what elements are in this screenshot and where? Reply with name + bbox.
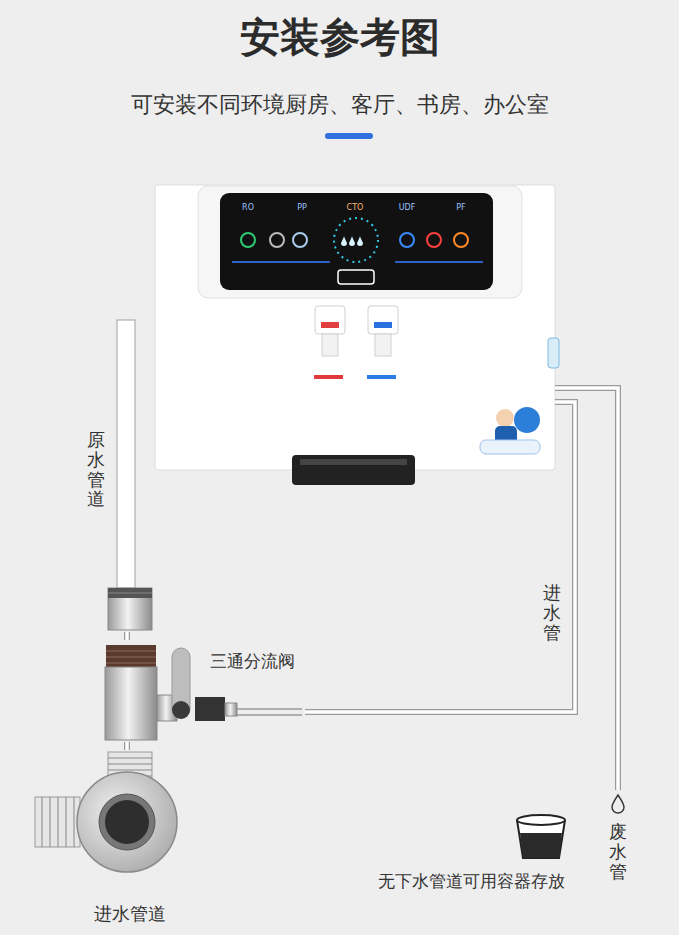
water-tube <box>127 742 128 750</box>
tube-core <box>125 632 129 640</box>
pipe-label: 原水管道 <box>87 430 105 509</box>
accent-bar <box>325 133 373 139</box>
tube-core <box>125 742 129 750</box>
valve-drawing <box>105 645 302 740</box>
tube-outline <box>124 742 130 750</box>
tube-core <box>555 388 618 790</box>
tube-outline <box>305 402 575 712</box>
fitting-label: 进水管道 <box>94 902 166 926</box>
panel-label: CTO <box>347 203 364 212</box>
three-way-valve: 三通分流阀 <box>100 640 305 742</box>
water-tube <box>555 388 618 790</box>
waste-bucket: 无下水管道可用容器存放 <box>370 790 640 897</box>
water-tube <box>305 402 575 712</box>
drop-icon <box>612 795 624 813</box>
raw-water-pipe: 原水管道 <box>84 318 154 632</box>
tube-label: 进水管 <box>543 583 561 642</box>
title: 安装参考图 <box>0 10 679 65</box>
tube-core <box>305 402 575 712</box>
bucket-note: 无下水管道可用容器存放 <box>378 870 565 893</box>
tube-outline <box>555 388 618 790</box>
inlet-fitting-drawing <box>35 752 177 872</box>
purifier-drawing <box>155 185 559 485</box>
tube-label: 废水管 <box>609 822 627 881</box>
raw-pipe-drawing <box>108 320 152 630</box>
tube-outline <box>124 632 130 640</box>
subtitle: 可安装不同环境厨房、客厅、书房、办公室 <box>0 90 679 120</box>
water-tube <box>127 632 128 640</box>
inlet-pipe-fitting: 进水管道 <box>30 750 230 930</box>
water-purifier: RO PP CTO UDF PF <box>155 185 555 470</box>
panel-label: PF <box>456 203 465 212</box>
panel-label: UDF <box>399 203 416 212</box>
bucket-icon <box>517 815 565 858</box>
valve-label: 三通分流阀 <box>210 650 295 673</box>
panel-label: PP <box>297 203 307 212</box>
panel-label: RO <box>242 203 254 212</box>
